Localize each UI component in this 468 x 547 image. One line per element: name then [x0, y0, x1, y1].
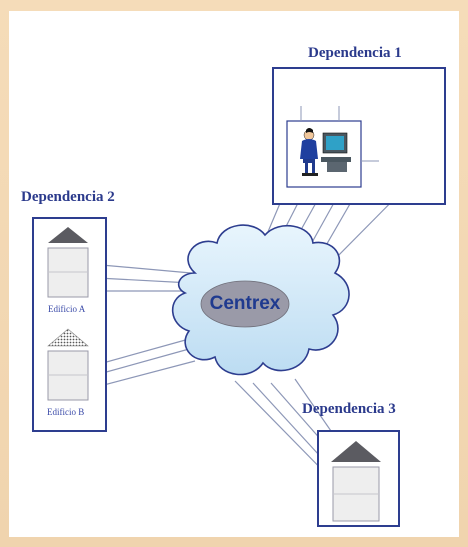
building-b-icon	[47, 328, 89, 401]
workstation-user-icon	[300, 128, 351, 176]
label-edificio-b: Edificio B	[47, 407, 85, 417]
workstation-panel	[286, 120, 362, 188]
dependencia-3	[317, 430, 400, 527]
label-dependencia-2: Dependencia 2	[21, 189, 115, 205]
network-diagram	[32, 67, 446, 527]
dependencia-1	[272, 67, 446, 205]
label-centrex: Centrex	[209, 293, 281, 314]
dependencia-2	[32, 217, 107, 432]
diagram-canvas: Dependencia 1 Dependencia 2 Dependencia …	[9, 11, 459, 537]
label-edificio-a: Edificio A	[48, 304, 86, 314]
building-a-icon	[47, 227, 89, 298]
centrex-ellipse	[200, 280, 290, 328]
label-dependencia-3: Dependencia 3	[302, 401, 396, 417]
centrex-cloud	[171, 224, 350, 376]
label-dependencia-1: Dependencia 1	[308, 45, 402, 61]
building-c-icon	[331, 441, 381, 522]
